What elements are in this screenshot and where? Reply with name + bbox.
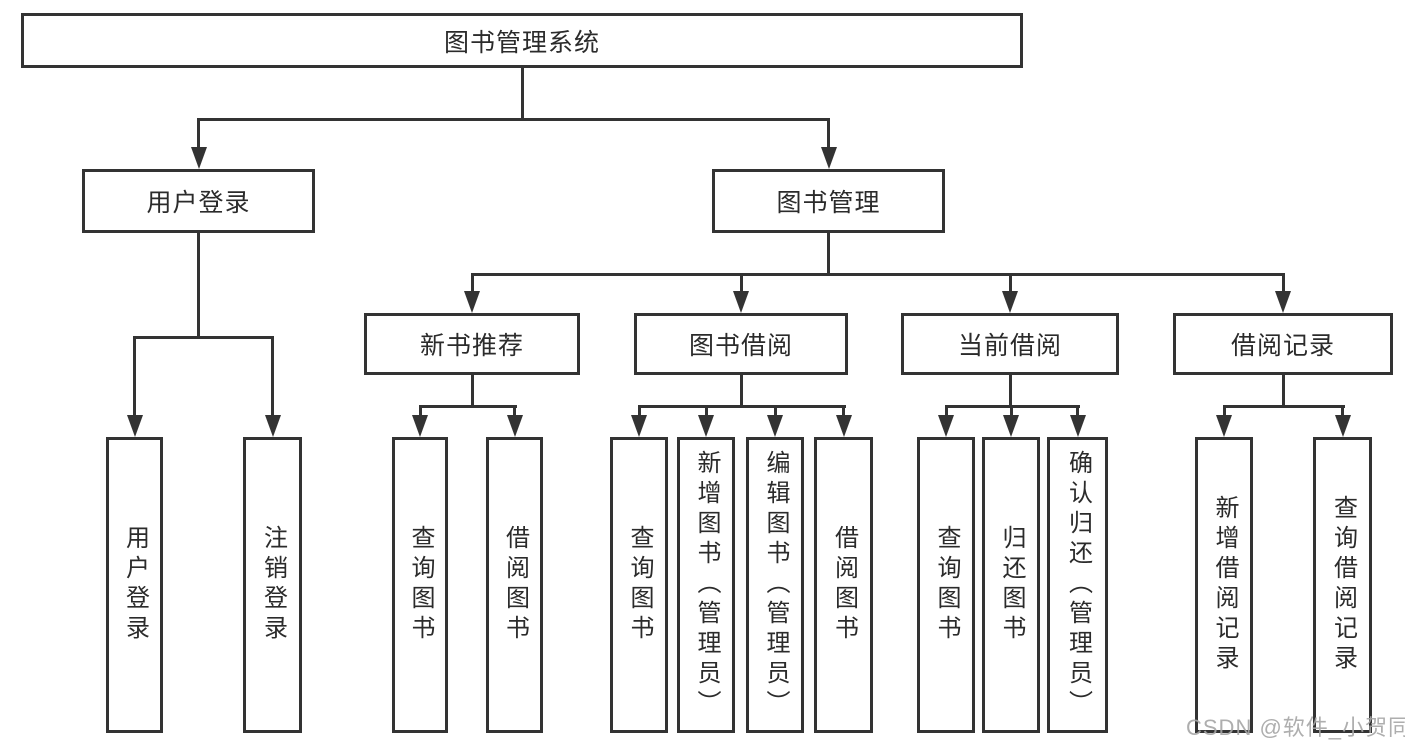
- node-query-books-current: 查询图书: [917, 437, 975, 733]
- node-root: 图书管理系统: [21, 13, 1023, 68]
- connector: [470, 273, 474, 295]
- connector: [418, 405, 517, 408]
- node-login: 用户登录: [106, 437, 163, 733]
- node-logout: 注销登录: [243, 437, 302, 733]
- connector: [1009, 405, 1013, 418]
- connector: [1281, 374, 1285, 407]
- node-current-borrow: 当前借阅: [901, 313, 1119, 375]
- connector: [197, 118, 830, 121]
- node-borrow-books: 借阅图书: [814, 437, 873, 733]
- arrow-down-icon: [1002, 291, 1018, 313]
- arrow-down-icon: [1069, 415, 1086, 437]
- node-user-login: 用户登录: [82, 169, 315, 233]
- node-query-books-borrow: 查询图书: [610, 437, 668, 733]
- arrow-down-icon: [767, 415, 783, 437]
- node-book-management: 图书管理: [712, 169, 945, 233]
- connector: [133, 336, 136, 418]
- connector: [773, 405, 777, 418]
- node-add-borrow-record: 新增借阅记录: [1195, 437, 1253, 733]
- node-book-management-label: 图书管理: [776, 189, 881, 217]
- arrow-down-icon: [464, 291, 480, 313]
- arrow-down-icon: [1334, 415, 1351, 437]
- node-current-borrow-label: 当前借阅: [957, 332, 1062, 360]
- connector: [1222, 405, 1345, 408]
- arrow-down-icon: [631, 415, 647, 437]
- arrow-down-icon: [733, 291, 749, 313]
- arrow-down-icon: [835, 415, 852, 437]
- node-confirm-return-admin: 确认归还（管理员）: [1047, 437, 1108, 733]
- arrow-down-icon: [126, 415, 143, 437]
- node-book-borrow-label: 图书借阅: [688, 332, 793, 360]
- connector: [197, 233, 200, 338]
- connector: [1076, 405, 1079, 418]
- node-new-book-recommend-label: 新书推荐: [419, 332, 524, 360]
- connector: [637, 405, 641, 418]
- node-query-books-recommend: 查询图书: [392, 437, 448, 733]
- arrow-down-icon: [938, 415, 954, 437]
- arrow-down-icon: [412, 415, 428, 437]
- connector: [470, 374, 474, 407]
- connector: [1008, 374, 1012, 407]
- connector: [827, 118, 830, 152]
- connector: [704, 405, 708, 418]
- node-root-label: 图书管理系统: [443, 28, 600, 57]
- node-borrow-books-recommend: 借阅图书: [486, 437, 543, 733]
- connector: [513, 405, 516, 418]
- node-borrow-records-label: 借阅记录: [1230, 332, 1335, 360]
- connector: [637, 405, 846, 408]
- node-user-login-label: 用户登录: [146, 189, 251, 217]
- arrow-down-icon: [698, 415, 714, 437]
- connector: [1222, 405, 1226, 418]
- node-add-book-admin: 新增图书（管理员）: [677, 437, 735, 733]
- connector: [739, 374, 743, 407]
- connector: [1281, 273, 1285, 295]
- node-query-borrow-record: 查询借阅记录: [1313, 437, 1372, 733]
- node-book-borrow: 图书借阅: [634, 313, 848, 375]
- connector: [197, 118, 200, 152]
- connector: [842, 405, 845, 418]
- arrow-down-icon: [506, 415, 523, 437]
- arrow-down-icon: [264, 415, 281, 437]
- connector: [271, 336, 274, 418]
- connector: [739, 273, 743, 295]
- arrow-down-icon: [1275, 291, 1291, 313]
- connector: [827, 233, 830, 275]
- connector: [1008, 273, 1012, 295]
- node-new-book-recommend: 新书推荐: [364, 313, 580, 375]
- watermark: CSDN @软件_小贺同学: [1186, 715, 1405, 740]
- connector: [418, 405, 422, 418]
- arrow-down-icon: [190, 147, 207, 169]
- connector: [520, 68, 524, 118]
- node-return-book: 归还图书: [982, 437, 1040, 733]
- connector: [1341, 405, 1344, 418]
- node-edit-book-admin: 编辑图书（管理员）: [746, 437, 804, 733]
- connector: [470, 273, 1285, 276]
- connector: [133, 336, 274, 339]
- node-borrow-records: 借阅记录: [1173, 313, 1393, 375]
- connector: [944, 405, 948, 418]
- arrow-down-icon: [820, 147, 837, 169]
- arrow-down-icon: [1216, 415, 1232, 437]
- arrow-down-icon: [1003, 415, 1019, 437]
